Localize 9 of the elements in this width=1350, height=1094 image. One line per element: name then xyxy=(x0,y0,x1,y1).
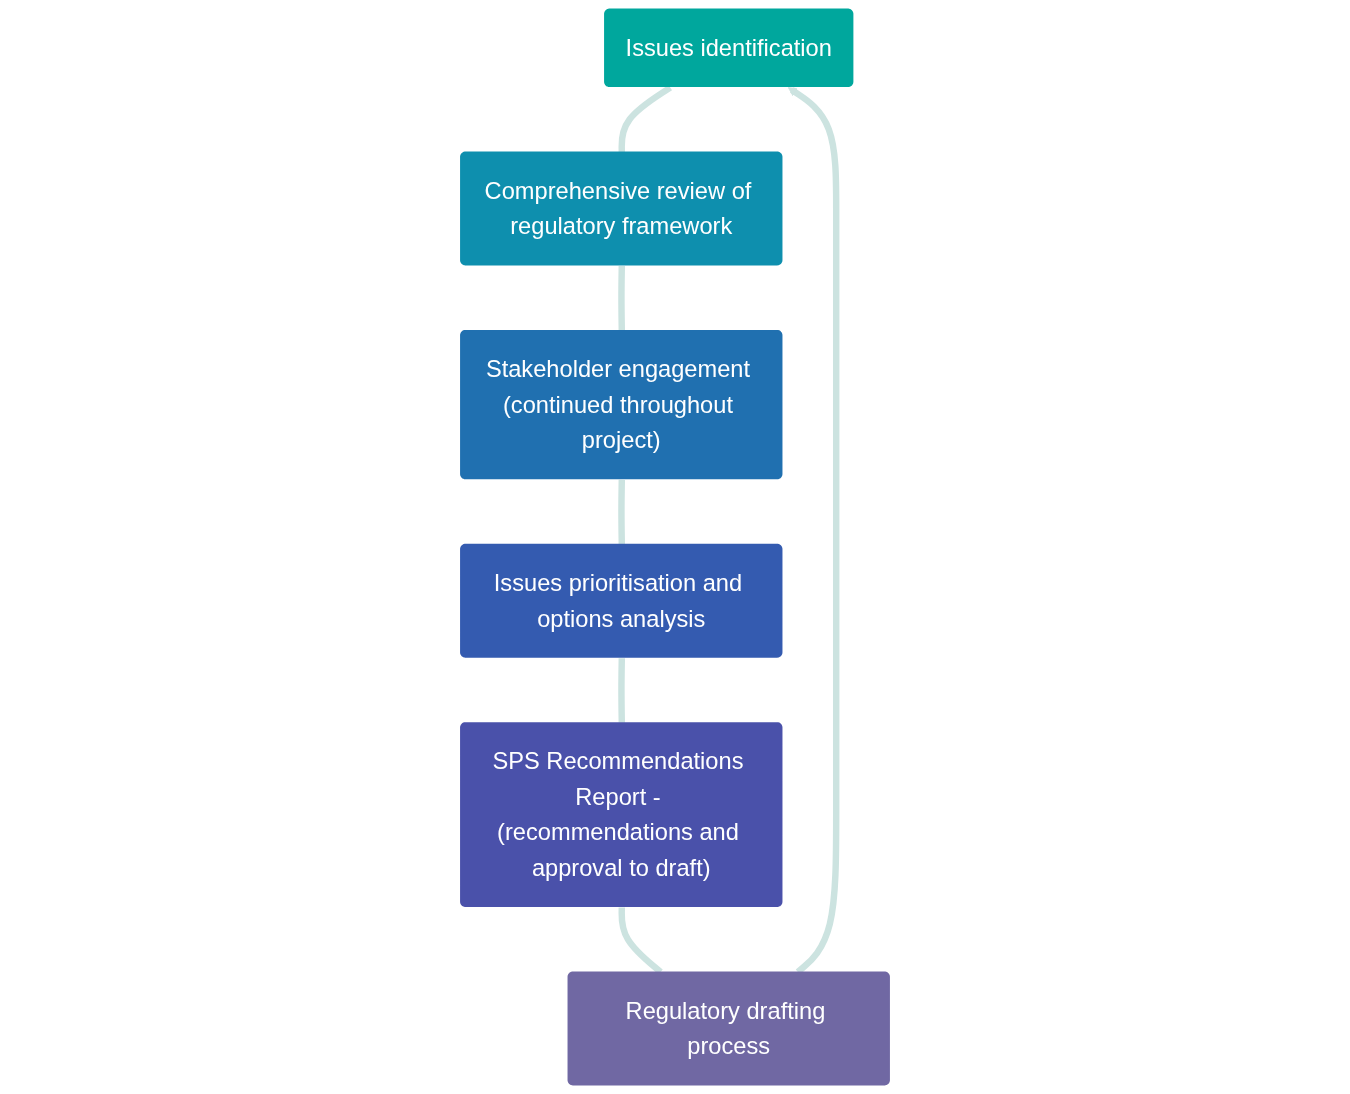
connector xyxy=(618,658,626,723)
node-box: Regulatory drafting process xyxy=(567,971,890,1086)
node-box: Stakeholder engagement (continued throughout project) xyxy=(460,329,783,480)
node-box: Issues prioritisation and options analysis xyxy=(460,543,783,658)
connector xyxy=(618,479,626,545)
node-box: Comprehensive review of regulatory framework xyxy=(460,151,783,266)
node-box: Issues identification xyxy=(604,8,854,88)
node-box: SPS Recommendations Report - (recommendations and approval to draft) xyxy=(460,722,783,907)
connector xyxy=(618,265,626,331)
